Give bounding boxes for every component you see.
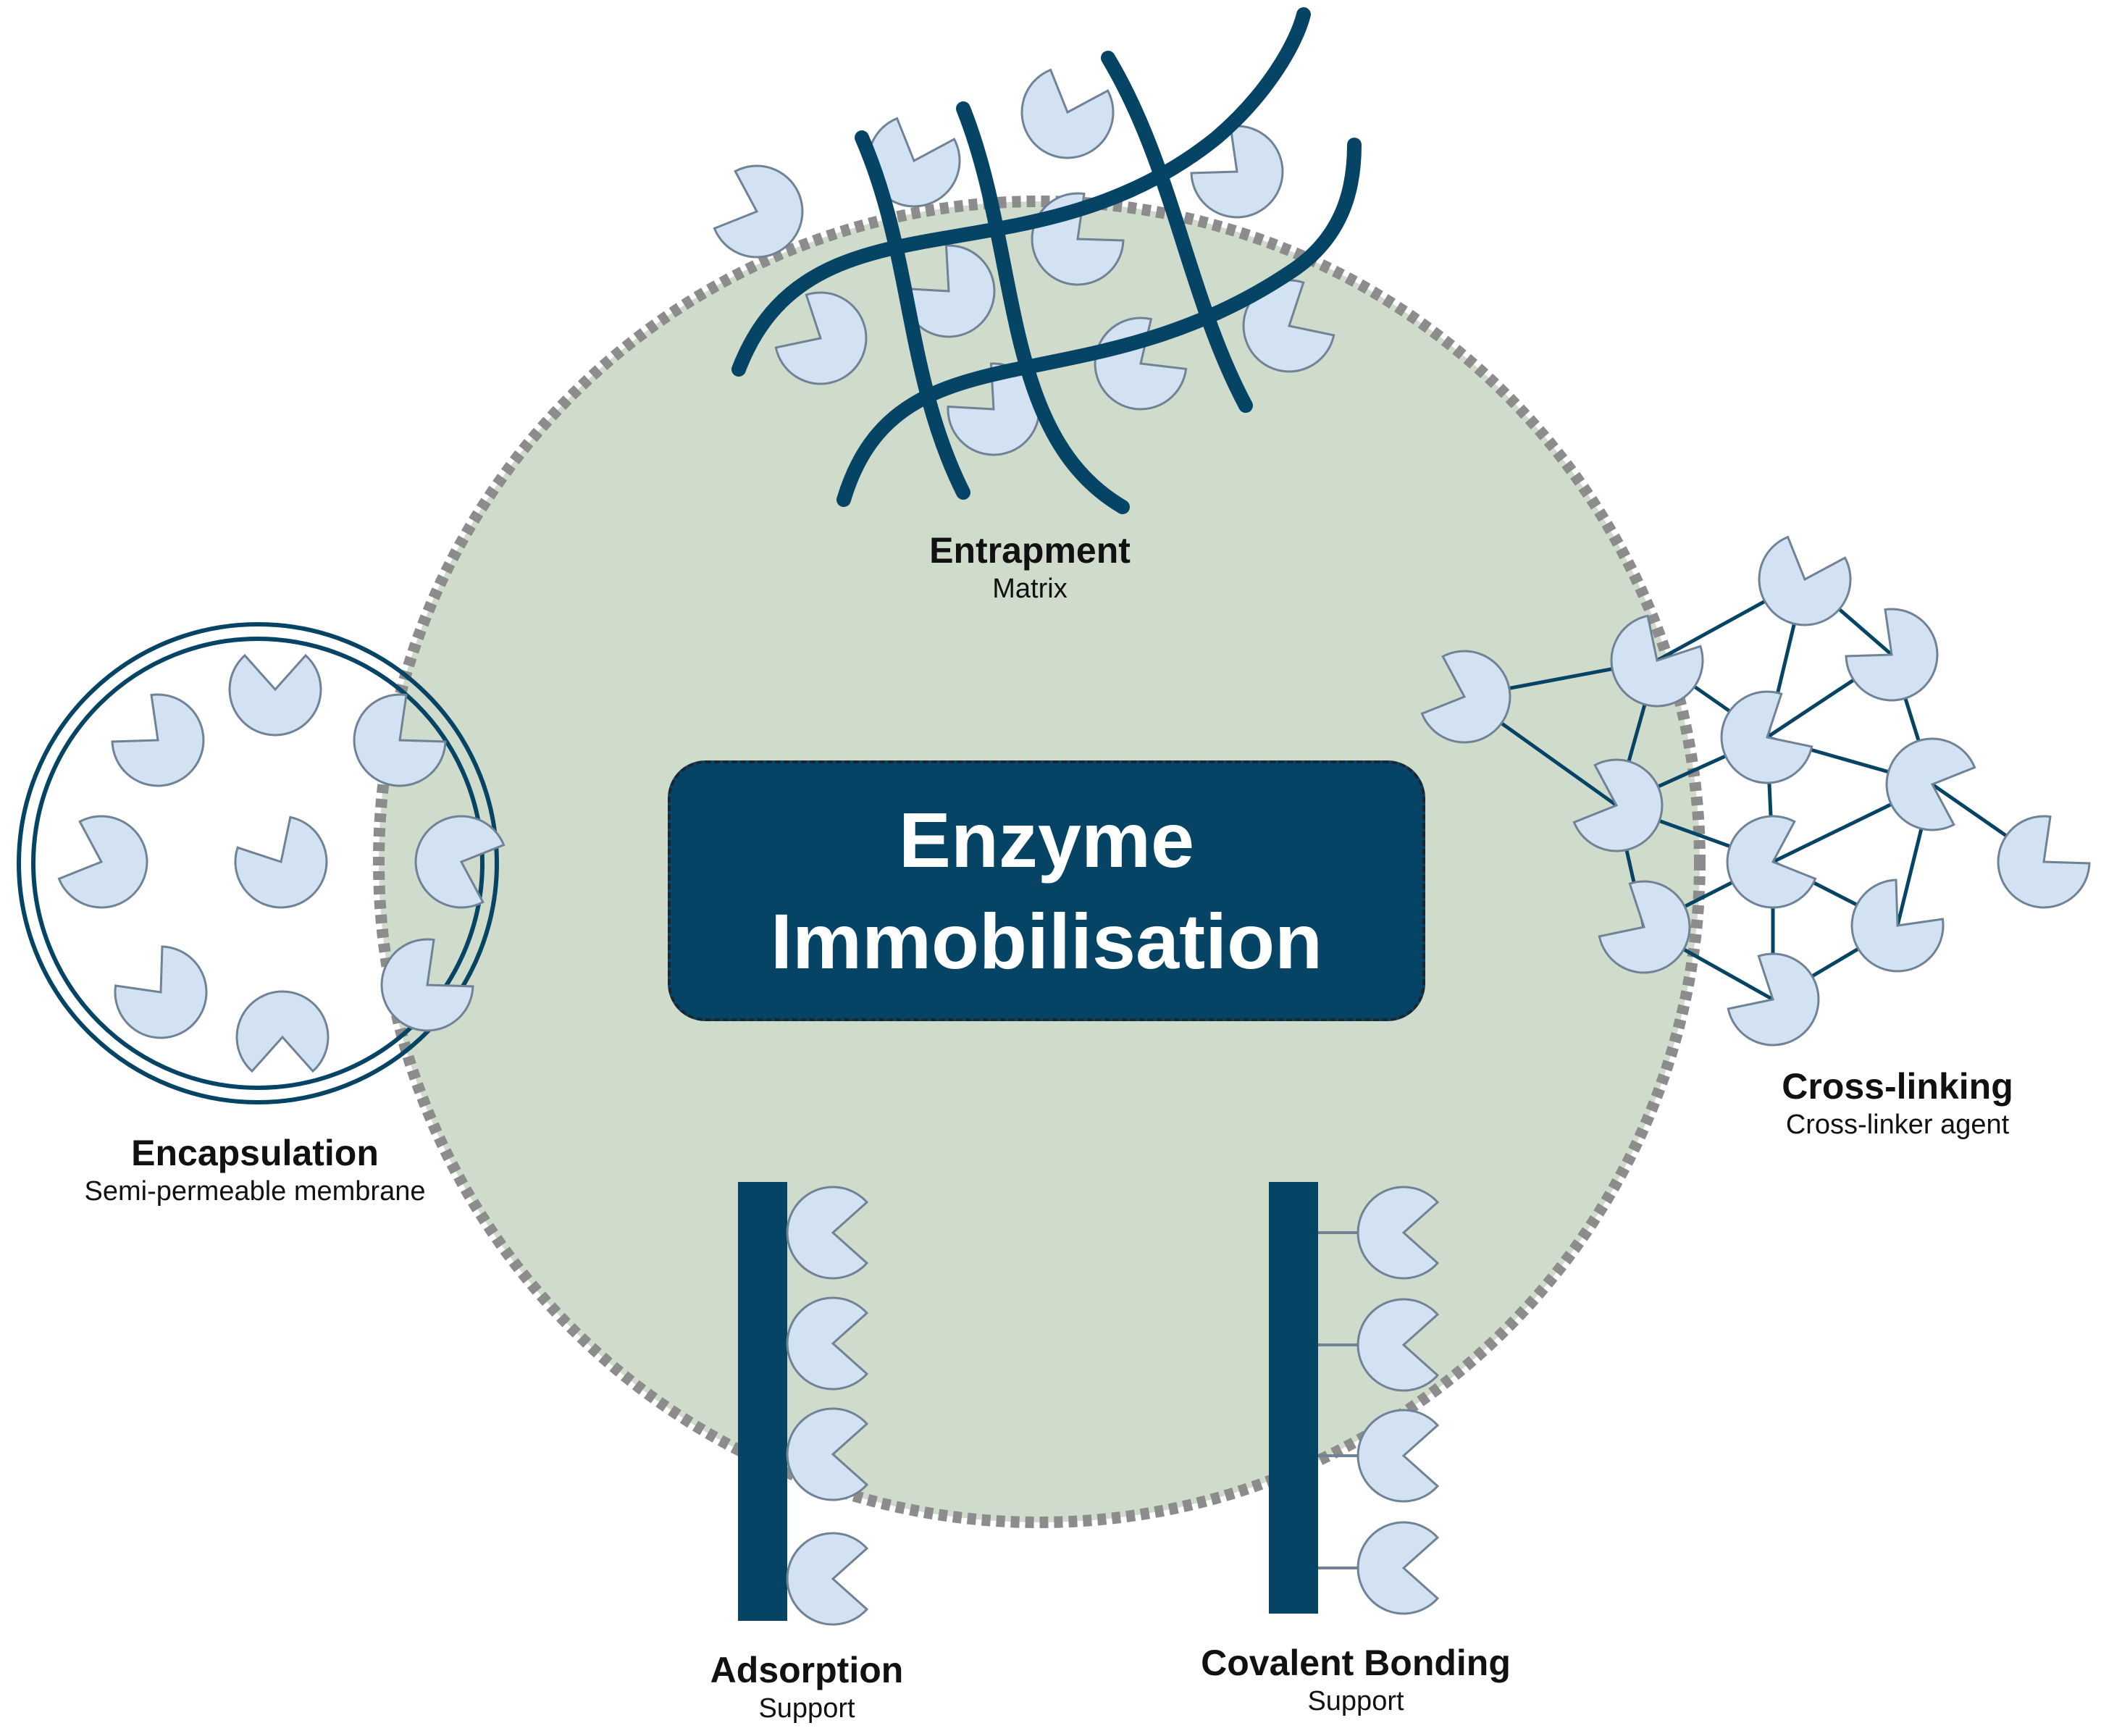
encapsulation-membrane	[17, 622, 499, 1104]
enzyme-pacman-icon	[1978, 804, 2100, 928]
enzyme-pacman-icon	[235, 990, 330, 1073]
enzyme-pacman-icon	[1703, 679, 1821, 801]
covalent-subtitle: Support	[1307, 1686, 1404, 1716]
covalent-label: Covalent Bonding Support	[1201, 1641, 1511, 1718]
enzyme-pacman-icon	[228, 654, 322, 737]
crosslinking-subtitle: Cross-linker agent	[1785, 1110, 2010, 1140]
enzyme-pacman-icon	[1832, 869, 1955, 991]
enzyme-pacman-icon	[1835, 597, 1958, 721]
enzyme-pacman-icon	[1872, 724, 1982, 840]
entrapment-matrix	[731, 7, 1362, 514]
enzyme-pacman-icon	[1356, 1409, 1439, 1503]
encapsulation-title: Encapsulation	[131, 1133, 379, 1173]
adsorption-subtitle: Support	[758, 1693, 855, 1724]
center-title-line1: Enzyme	[898, 796, 1195, 884]
covalent-title: Covalent Bonding	[1201, 1643, 1511, 1683]
adsorption-label: Adsorption Support	[710, 1648, 904, 1725]
crosslinking-label: Cross-linking Cross-linker agent	[1782, 1065, 2013, 1141]
enzyme-pacman-icon	[1007, 63, 1123, 172]
enzyme-pacman-icon	[101, 682, 224, 806]
center-title-line2: Immobilisation	[770, 897, 1323, 985]
enzyme-pacman-icon	[1180, 114, 1303, 238]
entrapment-title: Entrapment	[929, 530, 1131, 571]
crosslinking-title: Cross-linking	[1782, 1066, 2013, 1107]
enzyme-pacman-icon	[786, 1532, 868, 1626]
enzyme-pacman-icon	[52, 806, 162, 922]
center-title-box: Enzyme Immobilisation	[668, 760, 1425, 1021]
encapsulation-subtitle: Semi-permeable membrane	[84, 1176, 426, 1207]
enzyme-pacman-icon	[223, 808, 345, 926]
enzyme-pacman-icon	[103, 936, 227, 1058]
covalent-bonds	[1318, 1231, 1357, 1569]
entrapment-label: Entrapment Matrix	[929, 529, 1131, 605]
encapsulation-label: Encapsulation Semi-permeable membrane	[85, 1131, 426, 1208]
entrapment-subtitle: Matrix	[992, 574, 1068, 604]
adsorption-support-bar	[738, 1182, 787, 1621]
enzyme-pacman-icon	[1713, 806, 1822, 922]
covalent-support-bar	[1269, 1182, 1318, 1614]
adsorption-title: Adsorption	[710, 1650, 904, 1690]
enzyme-pacman-icon	[1745, 530, 1861, 640]
enzyme-pacman-icon	[1719, 942, 1837, 1063]
enzyme-pacman-icon	[1356, 1521, 1439, 1615]
